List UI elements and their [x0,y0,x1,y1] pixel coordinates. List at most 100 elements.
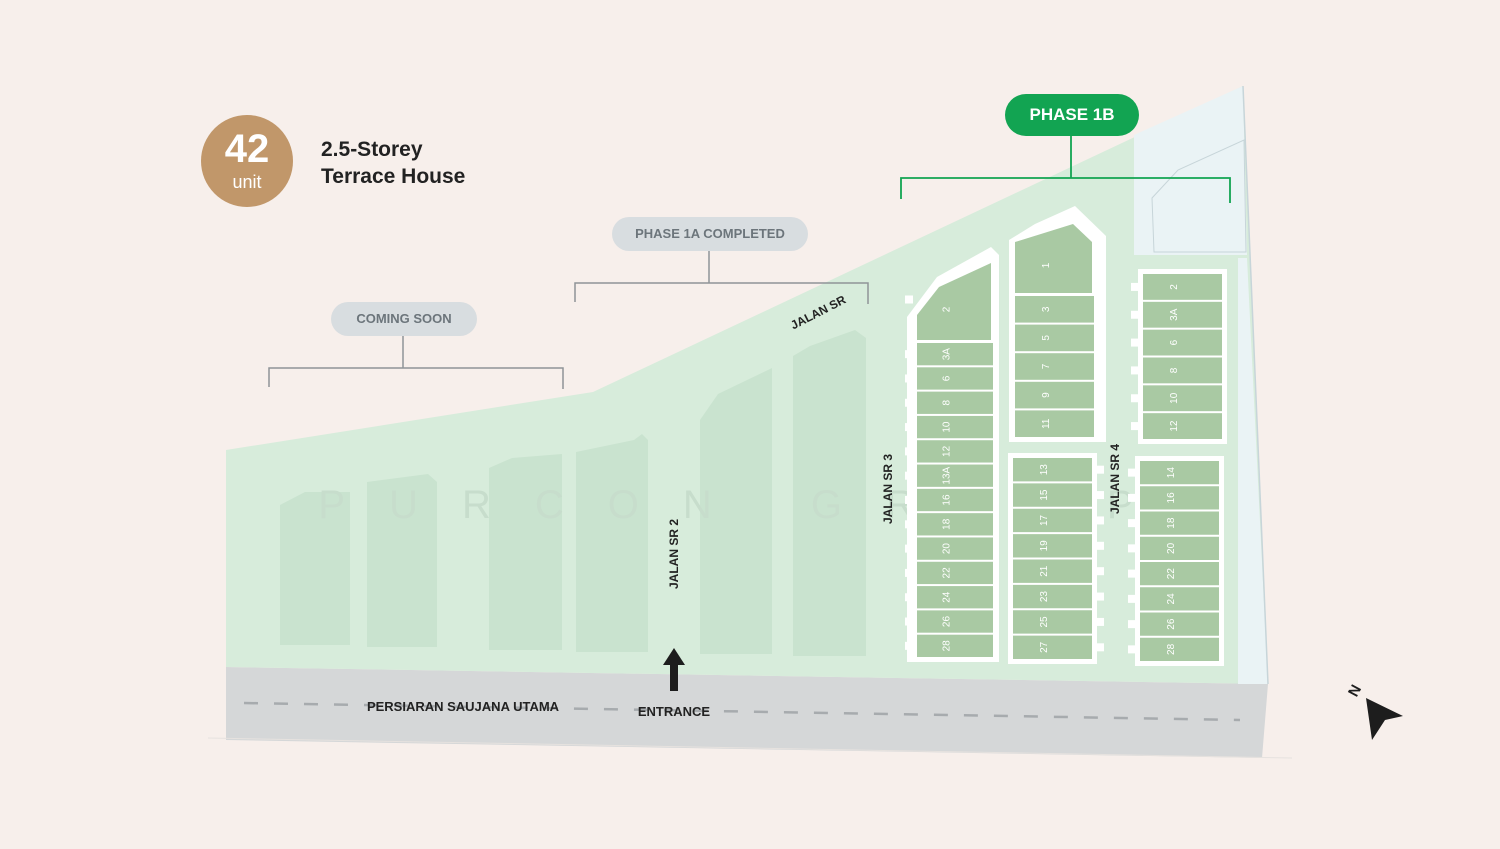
property-type-line2: Terrace House [321,165,466,188]
lot-number: 13 [1039,464,1050,476]
lot-notch [1131,282,1139,291]
block-shape [576,434,648,652]
lot-number: 8 [942,400,953,406]
lot-number: 23 [1039,591,1050,603]
lot [1140,562,1219,586]
lot-notch [1128,569,1136,578]
bracket-phase-1b [900,177,1231,203]
lot-number: 20 [942,543,953,555]
road-label-jalan-sr4: JALAN SR 4 [1108,444,1122,514]
north-label: N [1345,682,1365,700]
lot-number: 18 [1166,517,1177,529]
lot [917,610,993,633]
lot-number: 12 [1169,420,1180,432]
lot [1143,357,1222,384]
lot-notch [1098,362,1106,371]
road-label-jalan-sr2: JALAN SR 2 [667,519,681,589]
lot-notch [1096,491,1104,500]
lot-number: 10 [942,421,953,433]
lot [917,586,993,609]
main-road [226,667,1268,758]
lot-notch [905,593,913,602]
lot [917,488,993,512]
road-label-entrance: ENTRANCE [638,704,711,719]
lot-notch [905,568,913,577]
lot-notch [905,374,913,383]
lot-notch [1098,305,1106,314]
lot-number: 24 [942,591,953,603]
lot [1140,511,1219,535]
lot [1143,329,1222,356]
lot [917,537,993,560]
lot-notch [1131,394,1139,403]
lot-notch [1128,645,1136,654]
lot-notch [905,423,913,432]
buffer-outline [1151,139,1247,253]
lot [1013,584,1092,609]
north-arrow-shape [1366,698,1403,740]
buffer-strip [1238,258,1268,684]
lot-number: 28 [1166,643,1177,655]
lot [1143,413,1222,439]
lot-notch [1128,594,1136,603]
lot [1013,559,1092,583]
lot-notch [1096,643,1104,652]
lot-number: 9 [1041,392,1052,398]
lot-notch [1131,338,1139,347]
lot-number: 18 [942,518,953,530]
entrance-arrow-icon [663,648,685,691]
lot [1143,301,1222,328]
lot-number: 14 [1166,467,1177,479]
lot-notch [1128,620,1136,629]
lot-notch [1128,493,1136,502]
block-shape [367,474,437,647]
property-type: 2.5-Storey Terrace House [321,136,465,190]
lot-notch [905,617,913,626]
lot-number: 13A [942,466,953,484]
lot [1013,534,1092,558]
lot-number: 5 [1041,335,1052,341]
bracket-coming-soon [268,367,564,389]
lot-notch [1128,468,1136,477]
lot-number: 16 [1166,492,1177,504]
lot-notch [1098,391,1106,400]
coming-soon-pill: COMING SOON [331,302,477,336]
lot [917,343,993,366]
lot-notch [905,544,913,553]
lot [1015,381,1094,409]
lot [1143,385,1222,412]
lot [1015,224,1092,293]
unit-label: unit [232,172,262,192]
lot-number: 6 [1169,339,1180,345]
lot-number: 3A [942,348,953,361]
lot-notch [1098,333,1106,342]
lot-notch [1128,519,1136,528]
lot-notch [1128,544,1136,553]
lot [917,561,993,585]
lot [917,634,993,657]
lot-number: 2 [942,306,953,312]
lot-number: 3A [1169,308,1180,321]
phase-1a-pill: PHASE 1A COMPLETED [612,217,808,251]
lot-number: 17 [1039,514,1050,526]
road-label-persiaran: PERSIARAN SAUJANA UTAMA [367,699,560,714]
lot [1015,296,1094,323]
lot [1015,410,1094,437]
lot-number: 2 [1169,284,1180,290]
lot-number: 24 [1166,593,1177,605]
lot-notch [1131,422,1139,431]
unit-count-badge: 42 unit [201,115,293,207]
future-blocks [280,330,866,656]
lot [1015,353,1094,380]
lot-number: 28 [942,640,953,652]
lot [917,464,993,487]
lot [1140,536,1219,560]
lot [1013,508,1092,533]
